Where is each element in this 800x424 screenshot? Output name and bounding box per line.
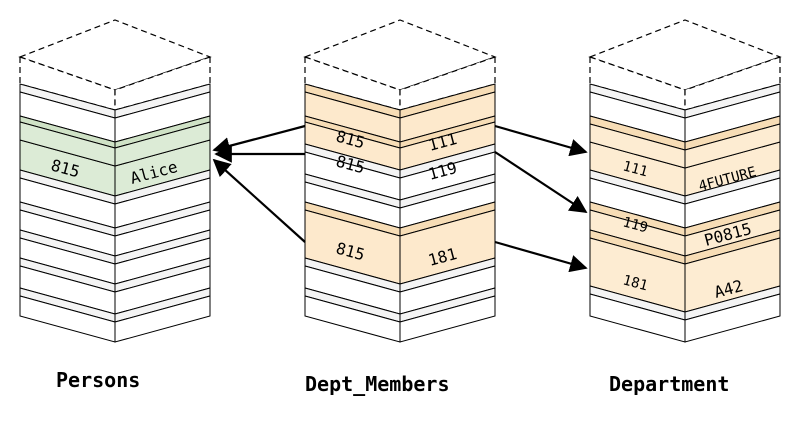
department-row-id: 181 [621, 272, 650, 294]
dept-members-table-stack: 815 111 815 119 815 181 [303, 19, 497, 343]
triangle-arrowhead-icon [212, 124, 306, 155]
relationship-arrows [212, 124, 588, 273]
department-row-id: 119 [621, 214, 650, 236]
triangle-arrowhead-icon [212, 158, 306, 243]
persons-slab [19, 169, 211, 229]
department-slab [589, 83, 781, 143]
dept-members-slab [304, 287, 496, 343]
persons-slab-highlighted [19, 115, 211, 197]
persons-table-label: Persons [56, 368, 140, 392]
dept-members-slab [304, 173, 496, 229]
triangle-arrowhead-icon [494, 151, 588, 213]
department-slab-highlighted [589, 229, 781, 313]
department-table-stack: 111 4FUTURE 119 P0815 181 A42 [588, 19, 782, 343]
dashed-empty-slab-icon [18, 19, 212, 111]
dept-members-slab-highlighted [304, 115, 496, 171]
dashed-empty-slab-icon [588, 19, 782, 111]
dept-members-slab-highlighted [304, 83, 496, 143]
department-slab-highlighted [589, 115, 781, 197]
persons-slab [19, 287, 211, 343]
department-slab [589, 285, 781, 343]
triangle-arrowhead-icon [494, 240, 588, 273]
dept-members-slab-highlighted [304, 201, 496, 285]
dept-members-slab [304, 143, 496, 201]
persons-slab [19, 83, 211, 143]
department-table-label: Department [609, 372, 729, 396]
persons-slab [19, 257, 211, 315]
persons-slab [19, 201, 211, 257]
department-row-id: 111 [621, 158, 650, 180]
triangle-arrowhead-icon [494, 124, 588, 157]
persons-table-stack: 815 Alice [18, 19, 212, 343]
dept-members-table-label: Dept_Members [305, 372, 450, 396]
persons-slab [19, 229, 211, 285]
